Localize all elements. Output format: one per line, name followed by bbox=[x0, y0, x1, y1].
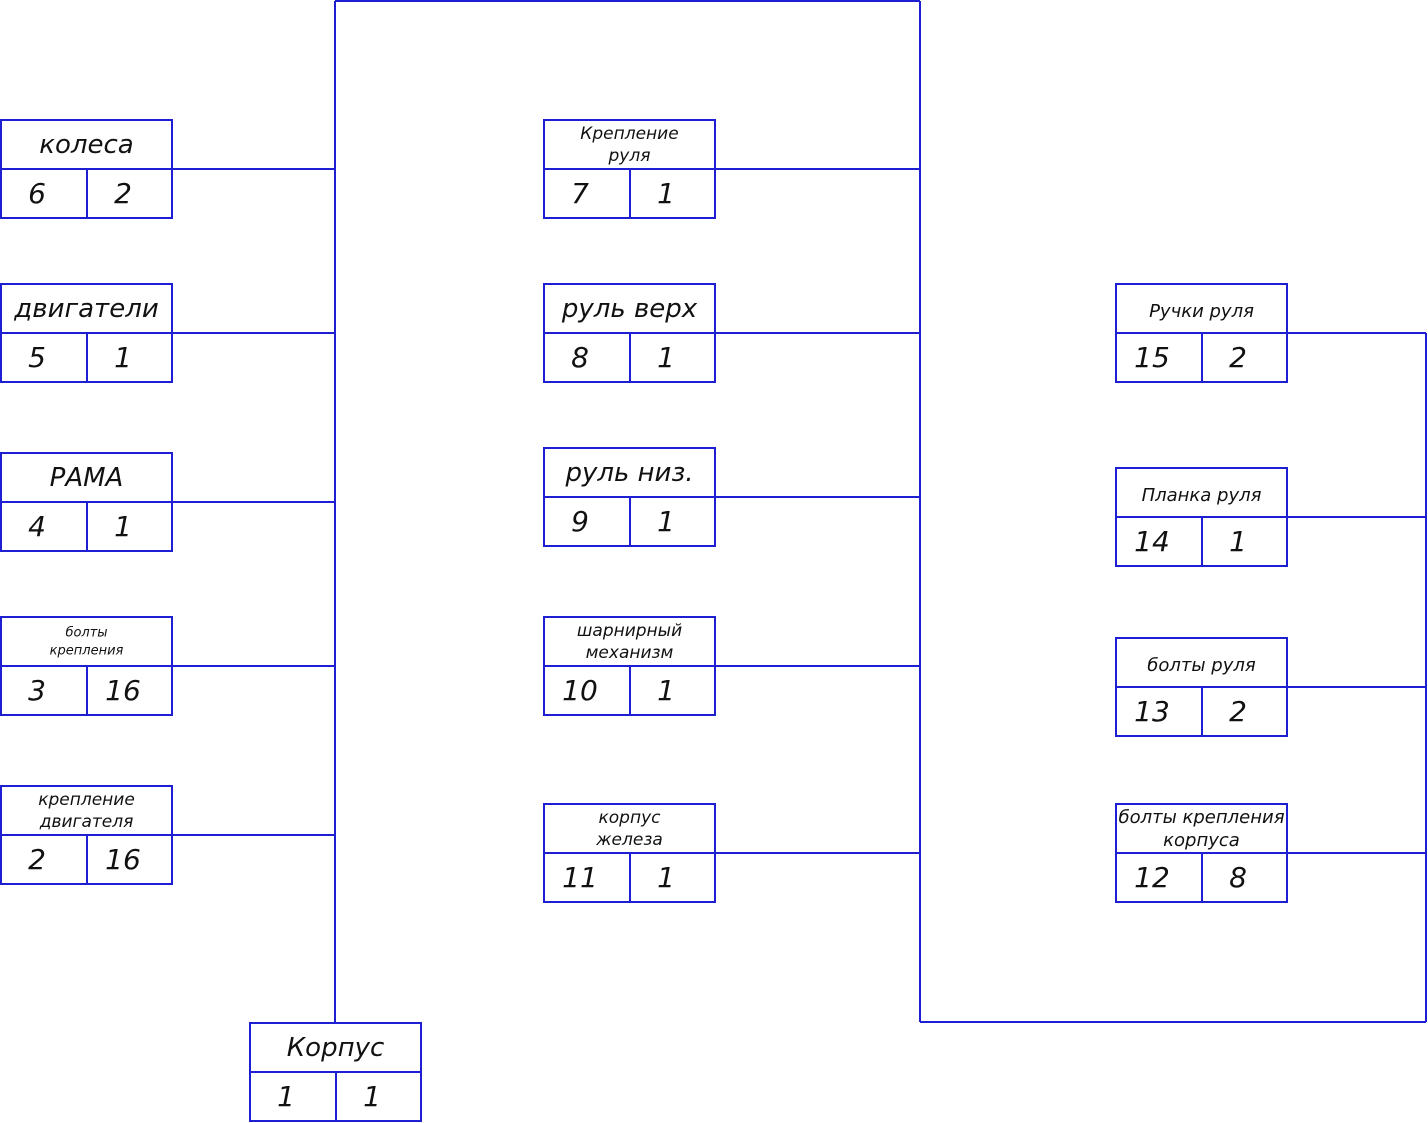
node-name: Ручки руля bbox=[1149, 301, 1254, 322]
node-ruchki-rulya: Ручки руля 15 2 bbox=[1115, 283, 1288, 383]
node-number: 13 bbox=[1134, 695, 1170, 728]
node-name-line: механизм bbox=[586, 643, 674, 663]
node-name-line: Крепление bbox=[580, 124, 678, 144]
node-name: РАМА bbox=[50, 463, 124, 493]
node-name-line: руля bbox=[608, 146, 651, 166]
node-number: 14 bbox=[1134, 525, 1170, 558]
node-number: 4 bbox=[28, 510, 46, 543]
node-quantity: 1 bbox=[657, 505, 675, 538]
node-quantity: 1 bbox=[657, 341, 675, 374]
node-name-line: болты крепления bbox=[1118, 807, 1284, 828]
node-quantity: 1 bbox=[657, 177, 675, 210]
node-quantity: 1 bbox=[363, 1080, 381, 1113]
node-name-line: железа bbox=[595, 830, 663, 850]
node-name-line: корпуса bbox=[1163, 830, 1240, 851]
node-dvigateli: двигатели 5 1 bbox=[0, 283, 173, 383]
connector-lines bbox=[172, 0, 1427, 1023]
node-name-line: шарнирный bbox=[577, 621, 682, 641]
node-number: 12 bbox=[1134, 861, 1170, 894]
node-number: 6 bbox=[28, 177, 46, 210]
node-name: руль верх bbox=[561, 294, 698, 324]
node-number: 10 bbox=[562, 674, 598, 707]
node-name-line: двигателя bbox=[39, 812, 134, 832]
node-quantity: 2 bbox=[114, 177, 132, 210]
node-quantity: 2 bbox=[1229, 341, 1247, 374]
node-quantity: 1 bbox=[657, 674, 675, 707]
node-number: 15 bbox=[1134, 341, 1170, 374]
node-name-line: корпус bbox=[599, 808, 662, 828]
node-rul-niz: руль низ. 9 1 bbox=[543, 447, 716, 547]
node-quantity: 1 bbox=[657, 861, 675, 894]
node-name-line: крепление bbox=[38, 790, 135, 810]
node-quantity: 1 bbox=[114, 510, 132, 543]
node-korpus: Корпус 1 1 bbox=[249, 1022, 422, 1122]
node-kolesa: колеса 6 2 bbox=[0, 119, 173, 219]
node-quantity: 1 bbox=[114, 341, 132, 374]
node-quantity: 8 bbox=[1229, 861, 1247, 894]
node-number: 9 bbox=[571, 505, 589, 538]
node-number: 11 bbox=[562, 861, 598, 894]
node-name: руль низ. bbox=[564, 458, 693, 488]
node-name: Планка руля bbox=[1142, 485, 1262, 506]
node-quantity: 2 bbox=[1229, 695, 1247, 728]
node-number: 2 bbox=[28, 843, 46, 876]
node-quantity: 16 bbox=[105, 674, 141, 707]
node-bolty-rulya: болты руля 13 2 bbox=[1115, 637, 1288, 737]
node-name-line: крепления bbox=[50, 644, 124, 659]
node-name: Корпус bbox=[287, 1033, 385, 1063]
node-name-line: болты bbox=[65, 626, 107, 641]
node-bolty-krepleniya: болты крепления 3 16 bbox=[0, 616, 173, 716]
node-number: 5 bbox=[28, 341, 46, 374]
node-name: болты руля bbox=[1147, 655, 1256, 676]
node-quantity: 1 bbox=[1229, 525, 1247, 558]
node-number: 7 bbox=[571, 177, 589, 210]
node-rul-verh: руль верх 8 1 bbox=[543, 283, 716, 383]
node-number: 8 bbox=[571, 341, 589, 374]
node-name: колеса bbox=[39, 130, 133, 160]
node-quantity: 16 bbox=[105, 843, 141, 876]
node-number: 1 bbox=[277, 1080, 295, 1113]
node-number: 3 bbox=[28, 674, 46, 707]
node-name: двигатели bbox=[13, 294, 158, 324]
node-planka-rulya: Планка руля 14 1 bbox=[1115, 467, 1288, 567]
